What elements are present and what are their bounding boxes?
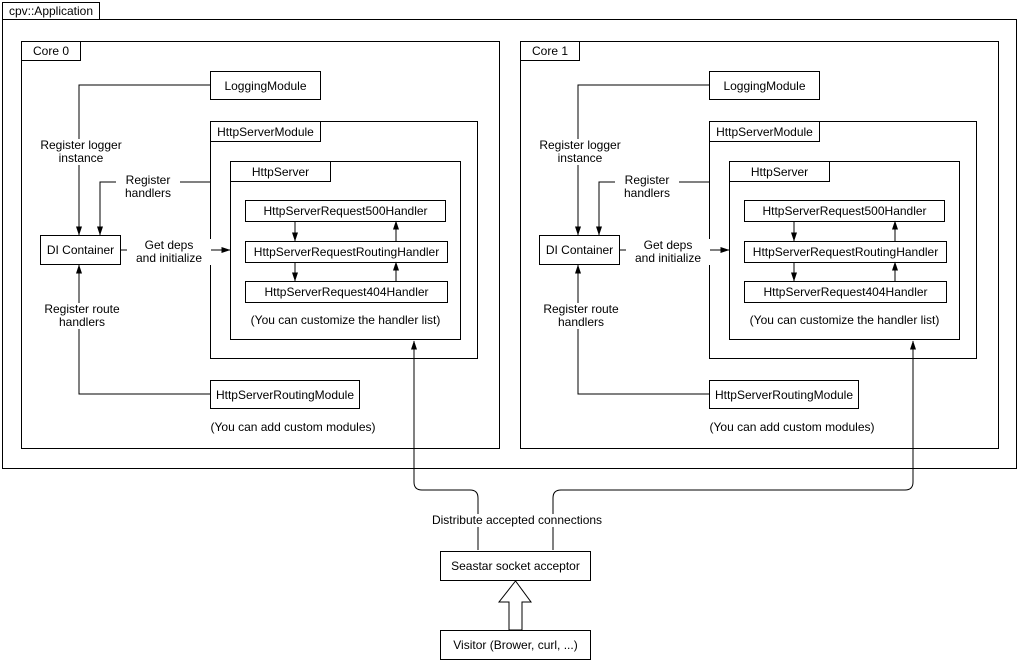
block-arrow-visitor — [497, 580, 532, 631]
edge-label-get-deps: Get deps and initialize — [626, 239, 710, 265]
core-1-tab: Core 1 — [520, 41, 580, 61]
handler-routing-box: HttpServerRequestRoutingHandler — [245, 241, 448, 263]
application-label: cpv::Application — [2, 2, 100, 20]
edge-label-register-route: Register route handlers — [534, 303, 628, 329]
handler-500-box: HttpServerRequest500Handler — [744, 200, 945, 222]
handler-404-box: HttpServerRequest404Handler — [245, 281, 448, 303]
customize-note: (You can customize the handler list) — [749, 313, 940, 327]
edge-label-register-handlers: Register handlers — [116, 174, 180, 200]
socket-acceptor-box: Seastar socket acceptor — [440, 551, 591, 581]
http-server-tab: HttpServer — [230, 161, 331, 182]
logging-module-box: LoggingModule — [709, 71, 820, 100]
core-1-frame: Core 1 LoggingModule HttpServerModule Ht… — [520, 41, 999, 449]
edge-label-get-deps: Get deps and initialize — [127, 239, 211, 265]
edge-label-register-logger: Register logger instance — [29, 139, 133, 165]
http-server-tab: HttpServer — [729, 161, 830, 182]
core-0-tab: Core 0 — [21, 41, 81, 61]
logging-module-box: LoggingModule — [210, 71, 321, 100]
edge-label-register-route: Register route handlers — [35, 303, 129, 329]
handler-404-box: HttpServerRequest404Handler — [744, 281, 947, 303]
edge-label-register-handlers: Register handlers — [615, 174, 679, 200]
handler-500-box: HttpServerRequest500Handler — [245, 200, 446, 222]
di-container-box: DI Container — [539, 235, 620, 265]
core-0-frame: Core 0 LoggingModule HttpServerModule Ht… — [21, 41, 500, 449]
http-server-module-tab: HttpServerModule — [210, 121, 321, 142]
handler-routing-box: HttpServerRequestRoutingHandler — [744, 241, 947, 263]
routing-module-box: HttpServerRoutingModule — [210, 380, 360, 409]
http-server-module-tab: HttpServerModule — [709, 121, 820, 142]
distribute-label: Distribute accepted connections — [425, 514, 609, 527]
customize-note: (You can customize the handler list) — [250, 313, 441, 327]
visitor-box: Visitor (Brower, curl, ...) — [440, 630, 591, 660]
edge-label-register-logger: Register logger instance — [528, 139, 632, 165]
modules-note: (You can add custom modules) — [210, 420, 376, 434]
modules-note: (You can add custom modules) — [709, 420, 875, 434]
di-container-box: DI Container — [40, 235, 121, 265]
routing-module-box: HttpServerRoutingModule — [709, 380, 859, 409]
